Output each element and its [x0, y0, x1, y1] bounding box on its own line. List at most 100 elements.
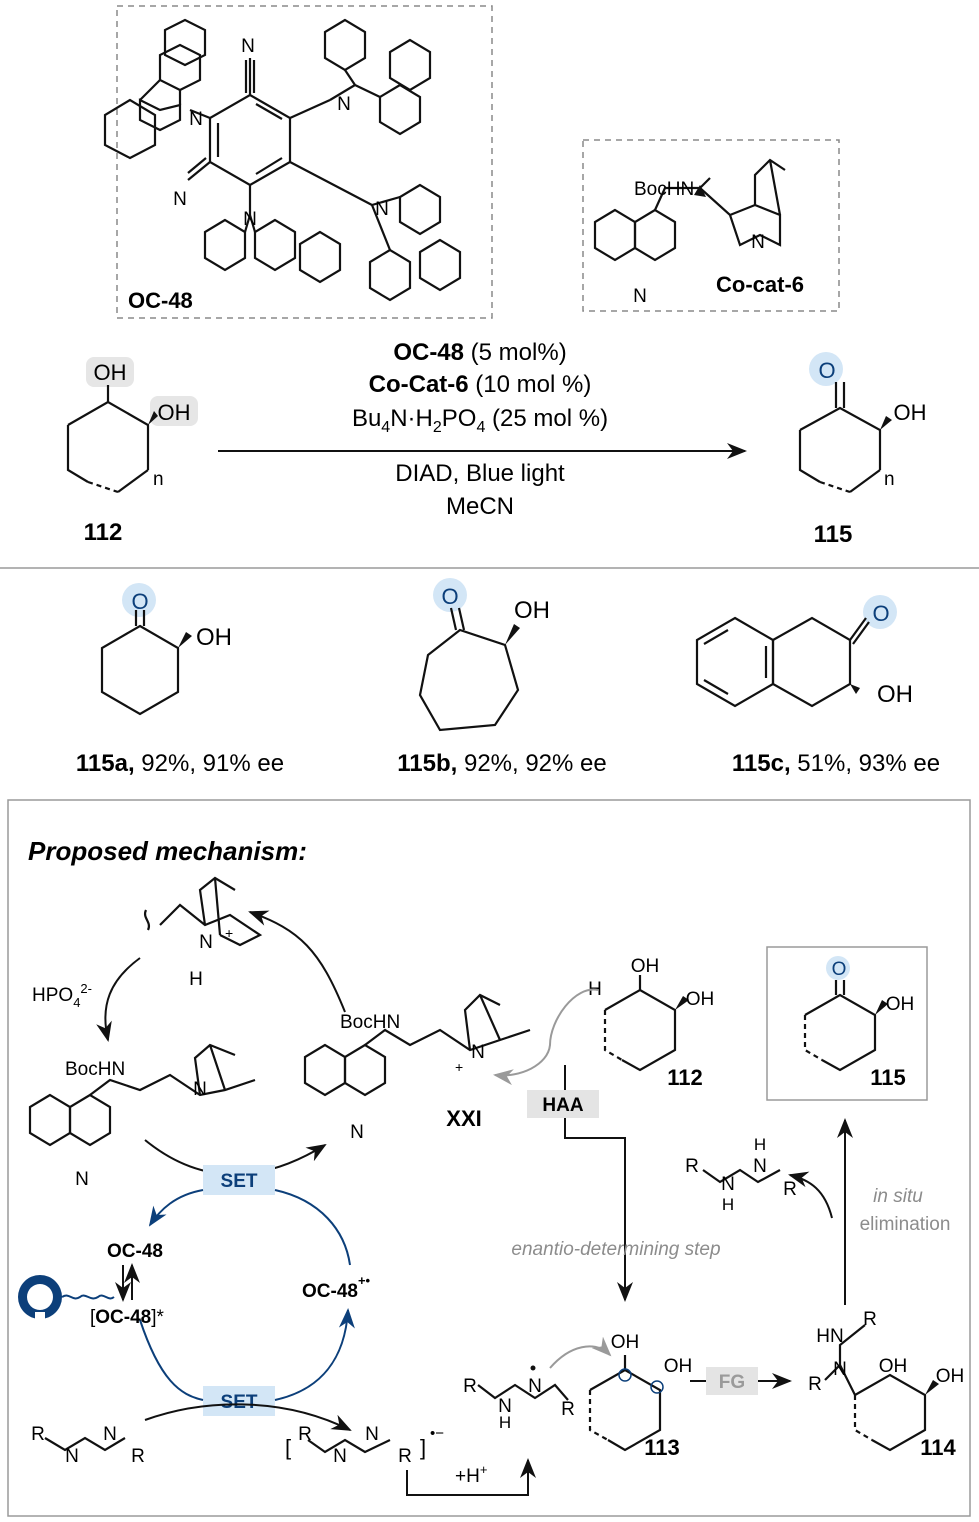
fg-badge: [706, 1367, 758, 1395]
product-115-box: [766, 946, 928, 1101]
scope-115b-oh: OH: [514, 597, 550, 624]
oh-highlight-1: [86, 357, 134, 387]
mechanism-114-structure: [824, 1324, 927, 1452]
xxi-boc: BocHN: [340, 1012, 400, 1033]
protonated-plus: +: [225, 925, 233, 941]
oc48-cn-label: N: [241, 36, 255, 57]
enantio-determining-label: enantio-determining step: [511, 1239, 720, 1260]
diad-r1: R: [31, 1424, 45, 1445]
co-cat-boc-label: BocHN: [634, 179, 694, 200]
substrate-112-structure: [66, 385, 150, 494]
h-plus-label: +H+: [455, 1462, 487, 1487]
mechanism-114-hn: HN: [816, 1326, 843, 1347]
co-cat-n-ring: N: [633, 286, 647, 307]
hydrazinyl-radical-structure: [477, 1383, 569, 1401]
mechanism-113-oh1: OH: [611, 1332, 640, 1353]
xxi-structure: [303, 993, 531, 1097]
product-o-label: O: [818, 358, 835, 383]
protonated-n: N: [199, 932, 213, 953]
product-label-115: 115: [814, 521, 853, 548]
mechanism-113-label: 113: [644, 1435, 680, 1460]
oc48-n-label: N: [189, 109, 203, 130]
set-label-2: SET: [221, 1392, 258, 1413]
diad-structure: [44, 1436, 126, 1452]
mechanism-113-oh2: OH: [664, 1356, 693, 1377]
oc48-excited: [OC-48]*: [90, 1307, 165, 1328]
product-n: n: [884, 469, 895, 490]
condition-line-3: Bu4N·H2PO4 (25 mol %): [352, 405, 608, 436]
cocat-neutral-n: N: [193, 1079, 207, 1100]
substrate-label-112: 112: [84, 519, 123, 546]
scope-115a-o: O: [131, 589, 148, 614]
oc48-ground: OC-48: [107, 1241, 163, 1262]
set-badge-2: [203, 1386, 275, 1416]
product-115-structure: [798, 382, 882, 494]
co-cat-6-label: Co-cat-6: [716, 272, 804, 297]
substrate-n: n: [153, 469, 164, 490]
scope-115b-result: 115b, 92%, 92% ee: [397, 750, 606, 777]
cocat-neutral-structure: [28, 1043, 256, 1147]
scope-115b-o: O: [441, 584, 458, 609]
condition-line-1: OC-48 (5 mol%): [393, 339, 566, 366]
oc48-label: OC-48: [128, 288, 193, 313]
oc48-cn2-label: N: [173, 189, 187, 210]
cocat-neutral-boc: BocHN: [65, 1059, 125, 1080]
product-oh: OH: [894, 400, 927, 425]
hydrazinyl-h: H: [499, 1413, 511, 1432]
mechanism-112-oh1: OH: [631, 956, 660, 977]
diad-r2: R: [131, 1446, 145, 1467]
mechanism-114-r1: R: [808, 1374, 822, 1395]
mechanism-114-oh2: OH: [936, 1366, 965, 1387]
radical-anion-n1: N: [333, 1446, 347, 1467]
hydrazine-structure: [702, 1168, 781, 1184]
radical-anion-structure: [307, 1438, 391, 1454]
scope-115a-result: 115a, 92%, 91% ee: [76, 750, 284, 777]
condition-line-5: MeCN: [446, 493, 514, 520]
xxi-plus: +: [455, 1059, 463, 1075]
light-bulb-icon: [18, 1275, 115, 1320]
scope-115c-oh: OH: [877, 681, 913, 708]
protonated-cocat-structure: [144, 876, 263, 947]
set-label-1: SET: [221, 1171, 258, 1192]
diad-n2: N: [103, 1424, 117, 1445]
hydrazinyl-n2: N: [528, 1376, 542, 1397]
fg-label: FG: [719, 1372, 745, 1393]
mechanism-114-r2: R: [863, 1309, 877, 1330]
scope-115b-structure: [418, 607, 520, 732]
scope-115c-structure: [695, 616, 870, 708]
oc48-radical-cation: OC-48+•: [302, 1273, 371, 1302]
set-badge-1: [203, 1165, 275, 1195]
mechanism-115-label: 115: [870, 1065, 906, 1090]
hydrazine-n2: N: [753, 1156, 767, 1177]
mechanism-115-structure: [803, 980, 877, 1072]
mechanism-114-label: 114: [920, 1435, 956, 1460]
scope-115c-result: 115c, 51%, 93% ee: [732, 750, 940, 777]
scope-115c-o: O: [872, 601, 889, 626]
mechanism-112-structure: [603, 975, 677, 1072]
scope-115a-oh: OH: [196, 624, 232, 651]
xxi-ring-n: N: [350, 1122, 364, 1143]
oc48-structure: [103, 5, 493, 319]
co-cat-6-structure: [582, 139, 840, 312]
radical-anion-r2: R: [398, 1446, 412, 1467]
hydrazine-r1: R: [685, 1156, 699, 1177]
mechanism-112-label: 112: [667, 1065, 703, 1090]
hydrazine-h2: H: [754, 1135, 766, 1154]
co-cat-n-bridge: N: [751, 232, 765, 253]
radical-anion-r1: R: [298, 1424, 312, 1445]
hydrazinyl-r2: R: [561, 1399, 575, 1420]
oh-highlight-2: [150, 396, 198, 426]
condition-line-2: Co-Cat-6 (10 mol %): [369, 371, 592, 398]
elimination-label: elimination: [860, 1214, 951, 1235]
scope-115a-structure: [100, 610, 180, 716]
mechanism-title: Proposed mechanism:: [28, 836, 307, 866]
oc48-n3-label: N: [243, 209, 257, 230]
haa-badge: [527, 1090, 599, 1118]
radical-anion-charge: •−: [430, 1425, 444, 1442]
mechanism-114-n1: N: [833, 1359, 847, 1380]
hydrazine-r2: R: [783, 1179, 797, 1200]
radical-anion-bracket: [: [285, 1435, 291, 1460]
hydrazine-h1: H: [722, 1195, 734, 1214]
xxi-n: N: [471, 1042, 485, 1063]
